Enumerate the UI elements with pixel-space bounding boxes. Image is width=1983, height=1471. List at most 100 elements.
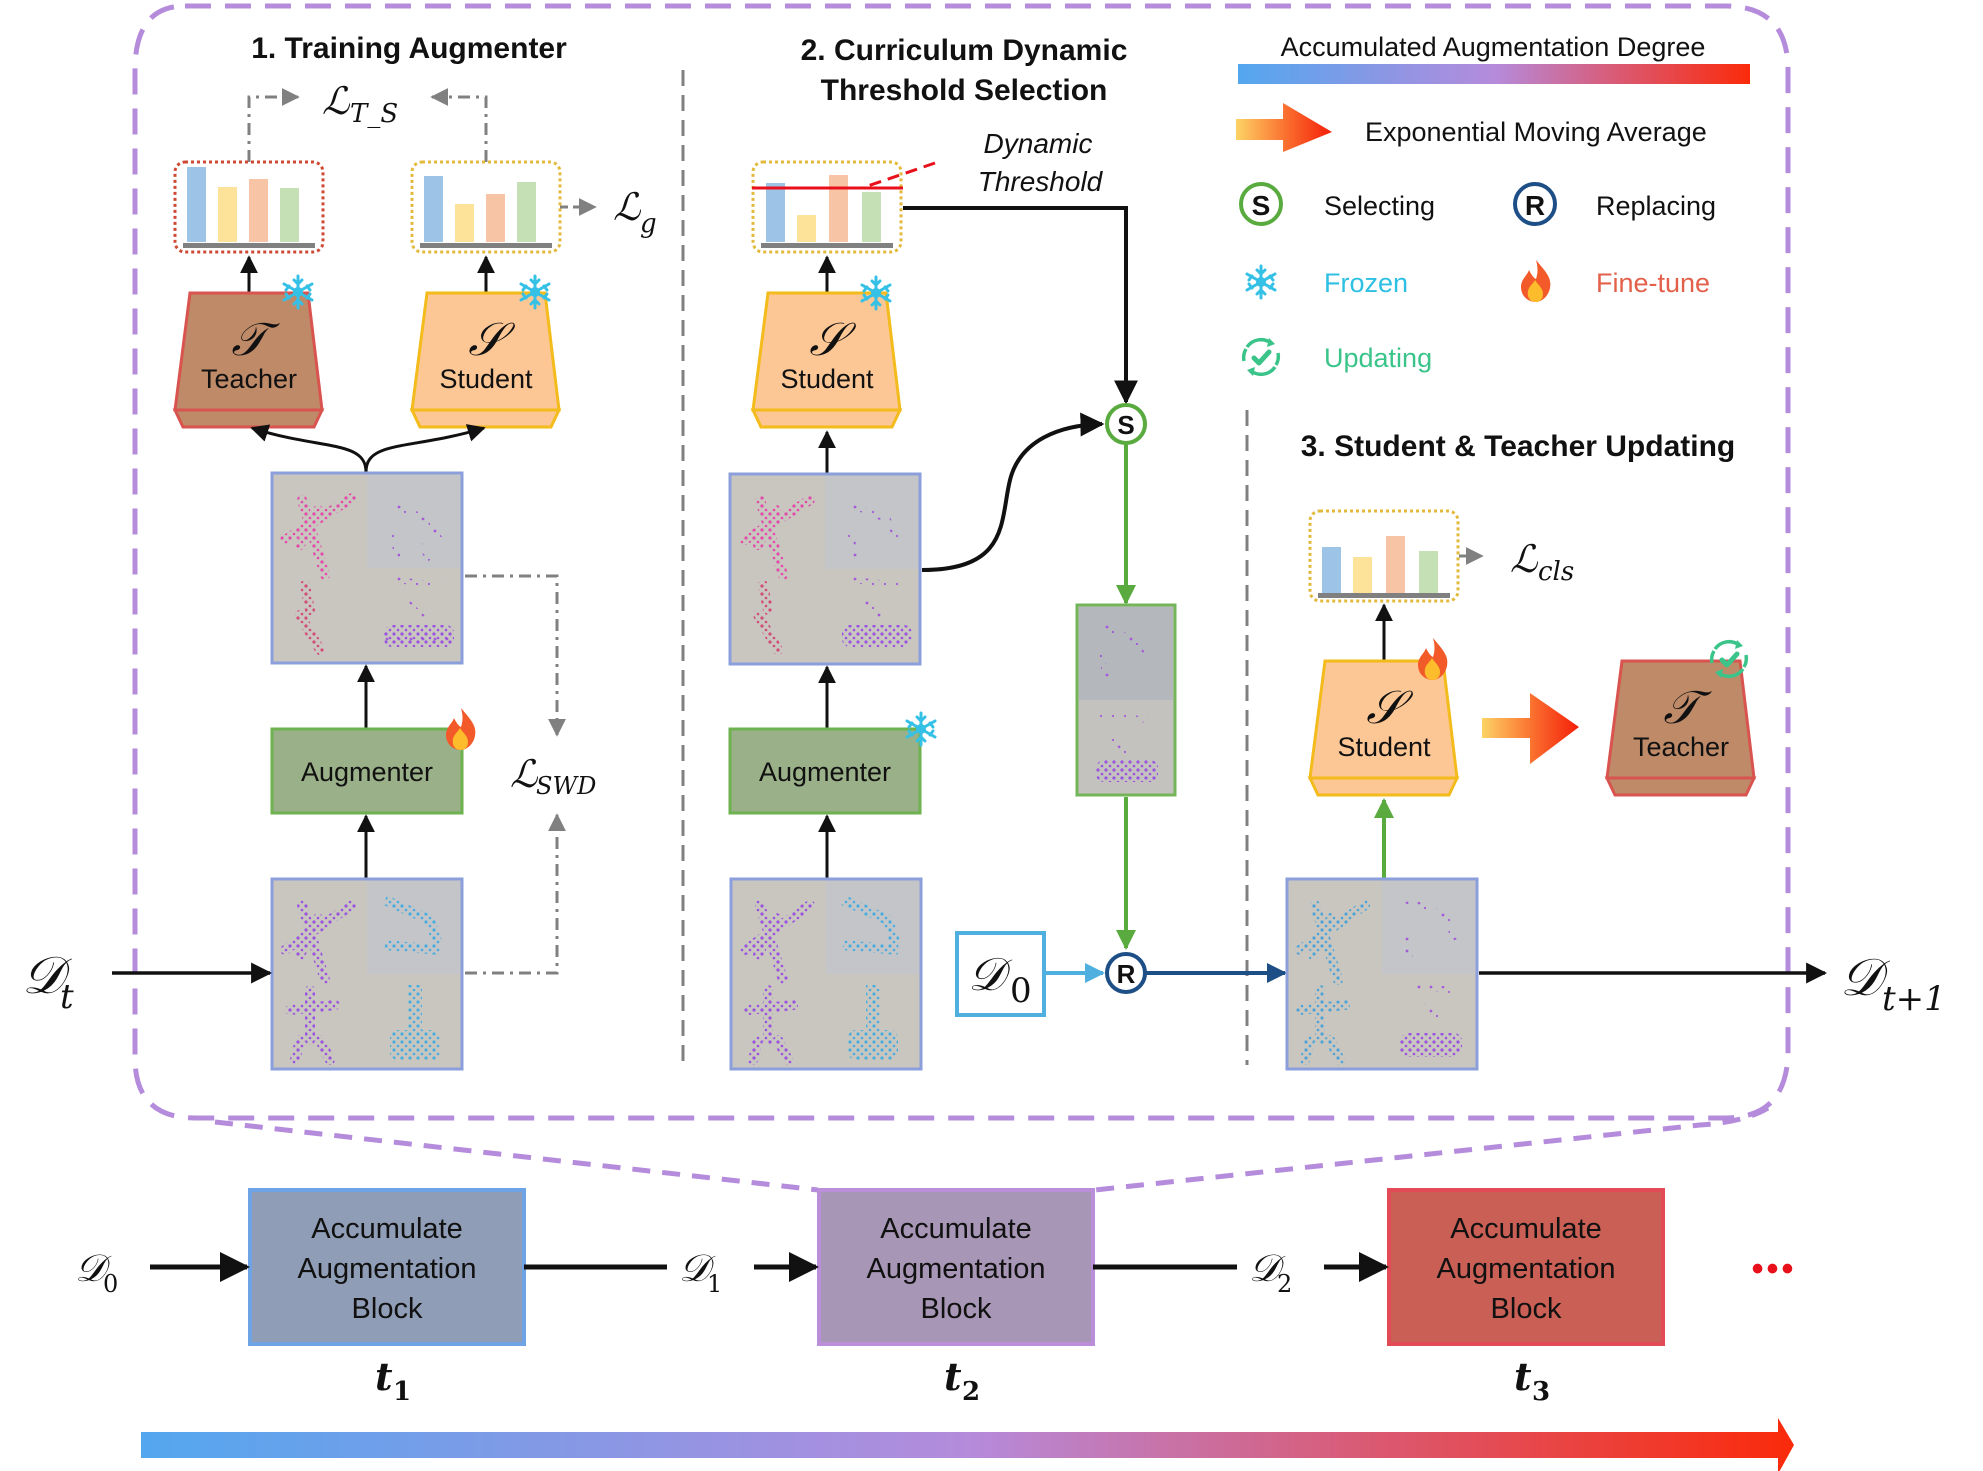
replace-symbol: R	[1117, 959, 1136, 989]
student-model-s3: 𝒮 Student	[1307, 659, 1460, 797]
loss-swd-sub: SWD	[536, 772, 596, 800]
ema-arrow	[1482, 693, 1579, 764]
legend-fine-tune: Fine-tune	[1521, 260, 1710, 302]
loss-swd-label: ℒ SWD	[510, 752, 596, 800]
select-symbol: S	[1117, 410, 1134, 440]
arrow-student-to-lts	[430, 88, 488, 162]
section-2-title-line1: 2. Curriculum Dynamic	[801, 34, 1128, 67]
dataset-sub: 0	[103, 1270, 118, 1298]
augmented-samples-s1	[270, 471, 464, 665]
loss-cls-sub: cls	[1538, 557, 1574, 587]
arrow-aug-to-teacher	[250, 424, 368, 473]
dt1-sub: t+1	[1882, 979, 1946, 1019]
bar	[1386, 536, 1405, 593]
block-label-line: Accumulate	[880, 1213, 1032, 1245]
loss-swd-main: ℒ	[510, 752, 539, 796]
student-label: Student	[1337, 732, 1431, 762]
legend-frozen-label: Frozen	[1324, 268, 1408, 298]
replacing-op: R	[1105, 952, 1147, 994]
dataset-sub: 1	[707, 1270, 722, 1298]
loss-ts-label: ℒ T_S	[322, 79, 398, 129]
student-output-chart-s1	[410, 160, 562, 254]
loss-ts-main: ℒ	[322, 79, 351, 123]
loss-ts-sub: T_S	[350, 99, 398, 129]
student-output-chart-s3	[1308, 509, 1460, 603]
time-step-sub: 1	[393, 1377, 411, 1407]
legend-frozen: Frozen	[1245, 264, 1408, 300]
augmenter-s2: Augmenter	[728, 727, 922, 815]
legend-ema-label: Exponential Moving Average	[1365, 117, 1707, 147]
augmenter-label: Augmenter	[759, 757, 891, 787]
timeline-gradient-arrow	[141, 1418, 1794, 1471]
bar	[517, 182, 536, 242]
dataset-dt: 𝒟 t	[22, 946, 74, 1017]
bar	[1353, 557, 1372, 593]
replacing-symbol: R	[1525, 190, 1545, 221]
degree-gradient-bar	[1238, 64, 1750, 84]
selecting-symbol: S	[1252, 190, 1271, 221]
section-2-title-line2: Threshold Selection	[821, 74, 1108, 107]
bar	[1419, 551, 1438, 593]
threshold-label-line1: Dynamic	[984, 128, 1093, 159]
selecting-op: S	[1105, 403, 1147, 445]
augmenter-s1: Augmenter	[270, 727, 464, 815]
threshold-pointer	[861, 161, 936, 190]
legend-degree-label: Accumulated Augmentation Degree	[1281, 32, 1706, 62]
block-label-line: Block	[1491, 1293, 1562, 1325]
legend-selecting-label: Selecting	[1324, 191, 1435, 221]
block-label-line: Block	[352, 1293, 423, 1325]
legend-replacing: R Replacing	[1513, 182, 1716, 226]
section-3-title: 3. Student & Teacher Updating	[1301, 430, 1736, 463]
augmenter-label: Augmenter	[301, 757, 433, 787]
dt-sub: t	[60, 977, 74, 1017]
replacing-icon	[1513, 182, 1557, 226]
updated-samples	[1285, 877, 1479, 1071]
bar	[424, 176, 443, 242]
d0-sub: 0	[1010, 971, 1032, 1011]
fine-tune-icon	[446, 708, 476, 750]
ema-arrow-icon	[1236, 103, 1332, 152]
arrow-aug-to-lswd	[465, 574, 566, 737]
block-label-line: Augmentation	[298, 1253, 477, 1285]
selected-samples	[1075, 603, 1177, 797]
bar	[486, 194, 505, 242]
loss-g-sub: g	[640, 209, 657, 239]
bar	[249, 179, 268, 242]
fine-tune-icon	[1521, 260, 1551, 302]
threshold-label-line2: Threshold	[978, 166, 1104, 197]
bar	[1322, 547, 1341, 593]
student-model-s2: 𝒮 Student	[750, 291, 903, 429]
augmentation-block	[1387, 1188, 1665, 1346]
arrow-threshold-to-select	[903, 206, 1138, 405]
dataset-sub: 2	[1277, 1270, 1292, 1298]
teacher-label: Teacher	[201, 364, 297, 394]
legend-selecting: S Selecting	[1239, 182, 1435, 226]
dataset-d0-box: 𝒟 0	[955, 931, 1046, 1017]
bar	[455, 204, 474, 242]
bar	[766, 183, 785, 242]
bar	[829, 175, 848, 242]
zoom-line-left	[214, 1119, 819, 1193]
bar	[187, 167, 206, 242]
bar	[218, 187, 237, 242]
augmentation-block	[248, 1188, 526, 1346]
section-1-title: 1. Training Augmenter	[251, 32, 567, 65]
block-label-line: Accumulate	[1450, 1213, 1602, 1245]
input-samples-s2	[729, 877, 923, 1071]
loss-cls-main: ℒ	[1510, 537, 1539, 581]
legend-updating-label: Updating	[1324, 343, 1432, 373]
frozen-icon	[1245, 264, 1277, 300]
input-samples-s1	[270, 877, 464, 1071]
time-step-label: t	[944, 1354, 962, 1399]
student-model-s1: 𝒮 Student	[409, 291, 562, 429]
zoom-line-right	[1094, 1105, 1770, 1193]
time-step-sub: 2	[962, 1377, 980, 1407]
block-label-line: Augmentation	[867, 1253, 1046, 1285]
legend-fine-tune-label: Fine-tune	[1596, 268, 1710, 298]
time-step-label: t	[1514, 1354, 1532, 1399]
arrow-aug-to-student	[364, 424, 486, 473]
dataset-dt1: 𝒟 t+1	[1840, 948, 1946, 1019]
